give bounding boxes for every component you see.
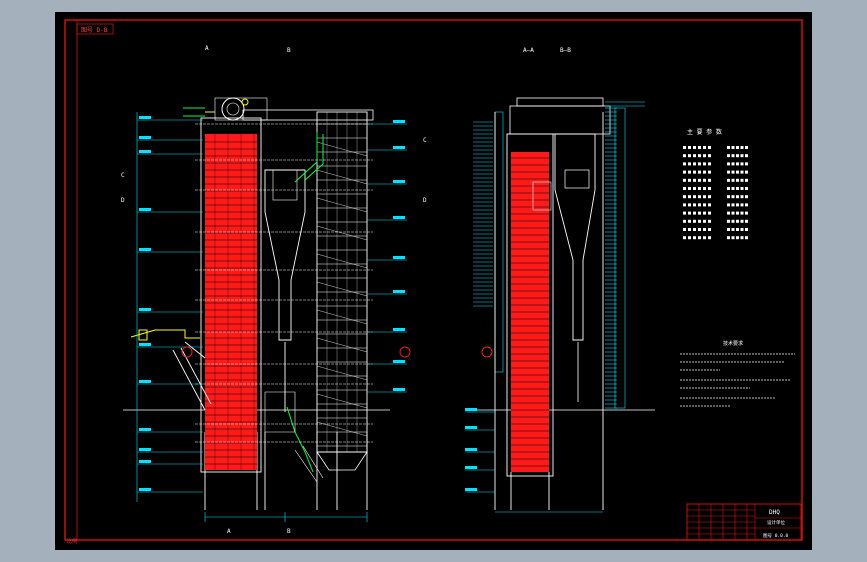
title-block-company: 设计单位: [767, 519, 785, 526]
title-block: DHQ 设计单位 图号 0.0.0: [686, 503, 802, 541]
title-block-brand: DHQ: [769, 509, 780, 516]
section-b-bottom: B: [287, 528, 291, 535]
outer-frame: [64, 19, 803, 541]
corner-label-box: [76, 23, 114, 35]
steam-drum: [221, 97, 245, 121]
technical-notes: 技术要求: [680, 340, 795, 407]
section-d-left: D: [121, 197, 125, 204]
corner-label: 图号 D-B: [81, 27, 108, 34]
section-b-top: B: [287, 47, 291, 54]
section-a-top: A: [205, 45, 209, 52]
title-block-number: 图号 0.0.0: [763, 533, 789, 539]
inner-frame: [76, 19, 803, 541]
parameter-table: 主 要 参 数: [683, 128, 748, 240]
bottom-left-label: 比例: [67, 538, 77, 545]
boiler-drawing: 图号 D-B 比例: [64, 19, 803, 545]
view-title-b: B—B: [560, 47, 571, 54]
view-title-a: A—A: [523, 47, 534, 54]
section-c-left: C: [121, 172, 125, 179]
section-c-right: C: [423, 137, 427, 144]
front-elevation-view: A B A B C C D D: [121, 45, 427, 535]
drawing-sheet[interactable]: 图号 D-B 比例: [55, 12, 812, 550]
cyclone-separator: [264, 169, 306, 341]
furnace-tube-bank: [205, 134, 257, 470]
table-title: 主 要 参 数: [687, 128, 722, 136]
section-d-right: D: [423, 197, 427, 204]
notes-title: 技术要求: [723, 340, 743, 347]
side-section-view: A—A B—B: [465, 47, 655, 513]
section-a-bottom: A: [227, 528, 231, 535]
